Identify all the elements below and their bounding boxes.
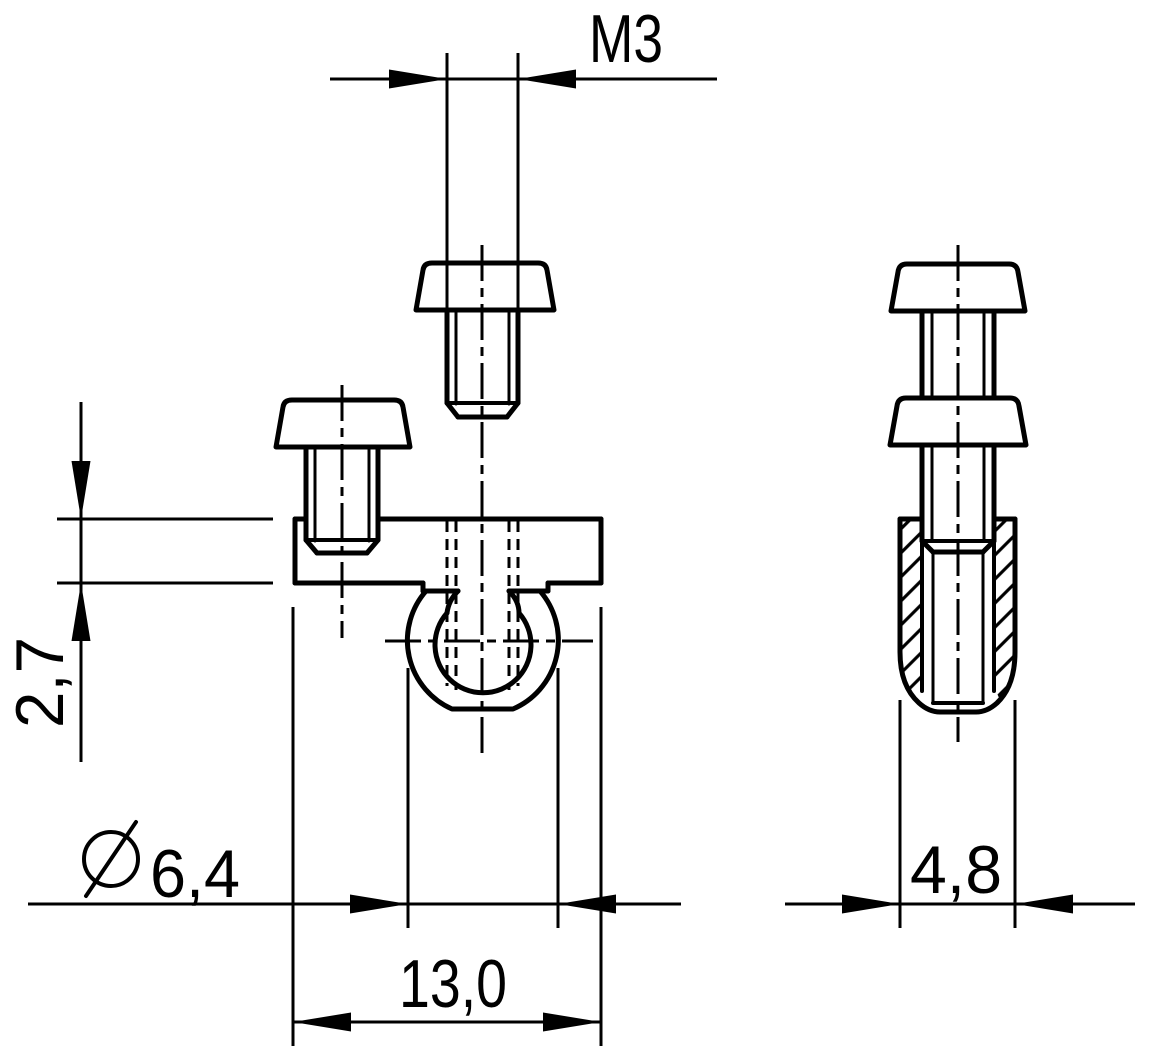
boss-inner-bore [432,610,534,696]
retainer-diameter-label: 6,4 [150,836,240,912]
top-screw-chamfer-right [504,400,521,420]
side-flange [887,395,1029,448]
left-screw-chamfer-left [303,537,320,556]
m3-arrowhead-left [389,69,447,89]
sleeve-arrowhead-right [1015,894,1073,914]
dimension-m3: M3 [330,1,717,310]
retainer-boss [385,580,593,712]
dimension-retainer-diameter: 6,4 [28,668,681,928]
width-arrowhead-right [543,1012,601,1032]
dimension-sleeve-diameter: 4,8 [785,700,1135,928]
diameter-arrowhead-right [558,894,616,914]
left-screw-head [273,397,413,450]
side-screw-head [888,261,1028,314]
dimension-body-width: 13,0 [291,607,603,1046]
top-screw [413,245,557,758]
front-view [273,245,604,758]
m3-label: M3 [589,1,663,77]
sleeve-outer-profile [897,516,1018,715]
screw-end-chamfer-right [980,538,997,555]
diameter-arrowhead-left [350,894,408,914]
dimension-thickness: 2,7 [2,402,273,762]
thickness-arrowhead-bottom [71,583,91,641]
diameter-symbol-slash [84,820,138,898]
diameter-symbol [82,820,140,898]
top-screw-head [413,260,557,313]
top-screw-chamfer-left [444,400,461,420]
left-screw [273,385,413,638]
side-view [887,245,1029,742]
thickness-label: 2,7 [2,637,78,728]
sleeve-diameter-label: 4,8 [910,832,1002,908]
boss-outer-profile [404,588,561,712]
body-width-label: 13,0 [399,946,507,1022]
section-hatching-left [901,521,921,700]
left-screw-chamfer-right [364,537,381,556]
diameter-symbol-circle [82,830,140,888]
sleeve-arrowhead-left [842,894,900,914]
screw-end-chamfer-left [919,538,936,555]
thickness-arrowhead-top [71,461,91,519]
section-hatching-right [995,521,1014,700]
width-arrowhead-left [293,1012,351,1032]
m3-arrowhead-right [518,69,576,89]
